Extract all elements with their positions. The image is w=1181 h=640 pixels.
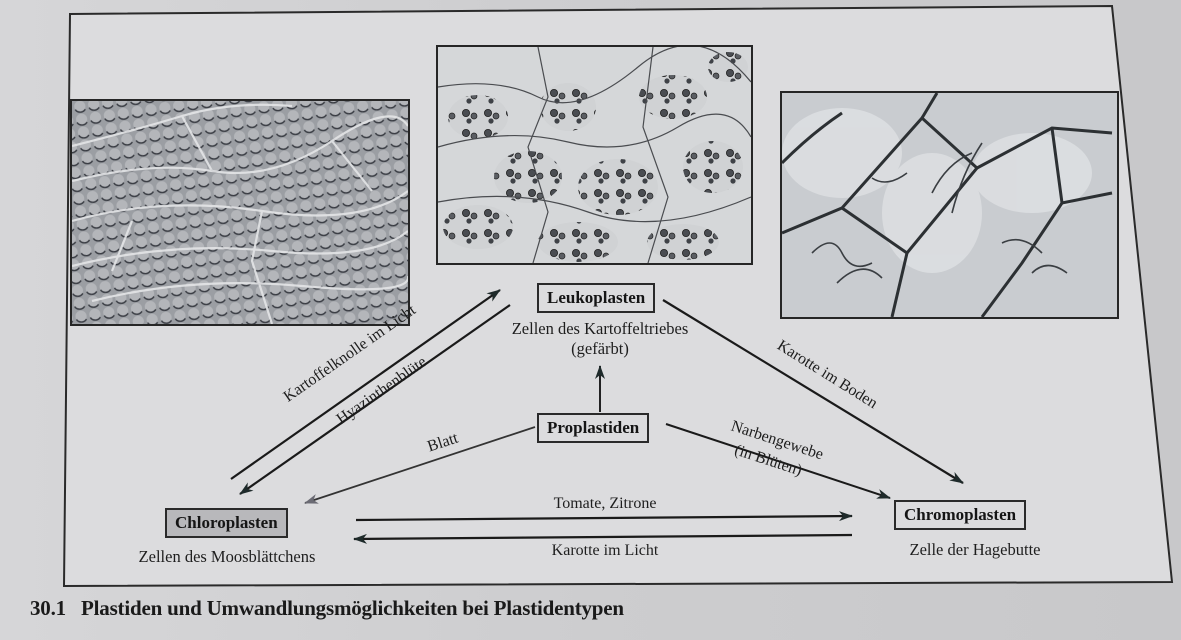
edge-label-tomate-zitrone: Tomate, Zitrone [553,495,657,512]
node-chloroplasten: Chloroplasten [165,508,288,538]
leukoplasten-subtitle: Zellen des Kartoffeltriebes (gefärbt) [490,319,710,359]
arrow-chloro-to-chromo [355,511,853,522]
chromoplasten-subtitle: Zelle der Hagebutte [909,540,1041,559]
arrow-pro-to-chloro [304,426,536,504]
arrow-pro-to-chromo [665,423,891,499]
figure-caption-text: Plastiden und Umwandlungsmöglichkeiten b… [81,596,624,620]
chloroplasten-subtitle: Zellen des Moosblättchens [138,547,316,566]
node-chloroplasten-label: Chloroplasten [175,513,278,532]
arrow-leuko-to-chloro [239,304,511,495]
arrow-chloro-to-leuko [230,289,501,480]
node-leukoplasten: Leukoplasten [537,283,656,313]
micrograph-leucoplasts [436,45,753,265]
edge-label-karotte-im-licht: Karotte im Licht [551,542,659,559]
arrow-chromo-to-chloro [353,533,853,544]
leukoplasten-subtitle-line1: Zellen des Kartoffeltriebes [511,319,689,338]
node-proplastiden-label: Proplastiden [547,418,640,437]
node-leukoplasten-label: Leukoplasten [547,288,646,307]
arrow-leuko-to-chromo [662,299,964,484]
micrograph-chromoplasts [780,91,1119,319]
node-chromoplasten-label: Chromoplasten [904,505,1017,524]
leukoplasten-subtitle-line2: (gefärbt) [571,339,629,358]
micrograph-chloroplasts [70,99,410,326]
figure-number: 30.1 [30,596,66,620]
figure-caption: 30.1 Plastiden und Umwandlungsmöglichkei… [30,596,624,621]
node-chromoplasten: Chromoplasten [894,500,1027,530]
node-proplastiden: Proplastiden [537,413,650,443]
